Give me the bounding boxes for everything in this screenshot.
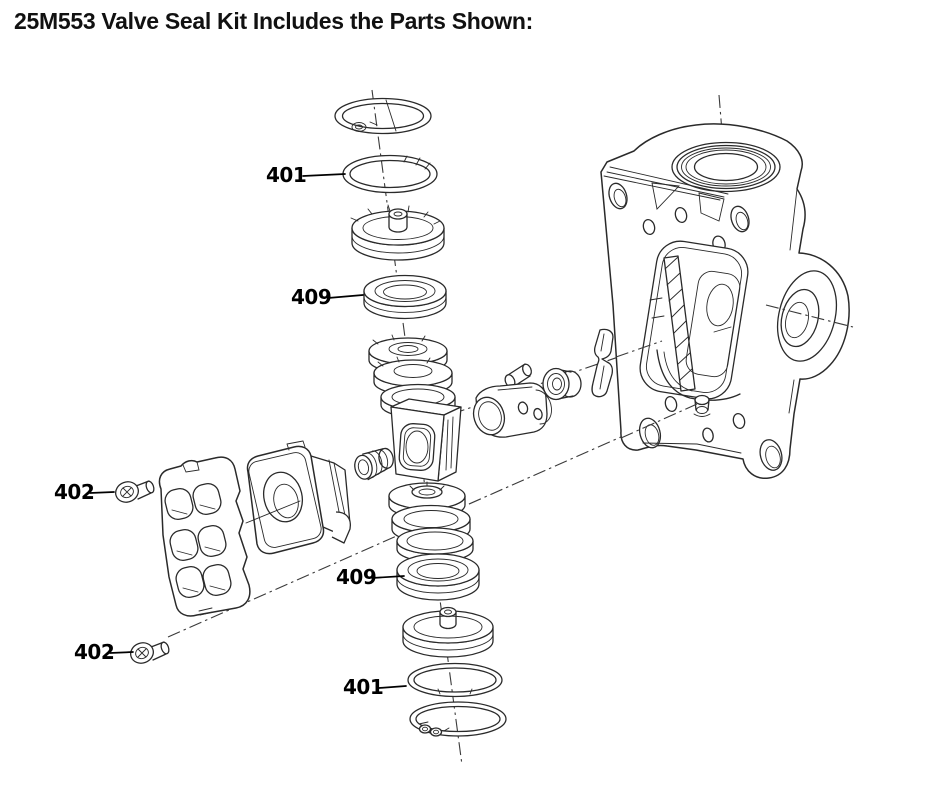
housing-cavity bbox=[639, 240, 749, 417]
bushing bbox=[542, 367, 582, 401]
o-ring-401-upper bbox=[342, 154, 438, 194]
leader-402-lower bbox=[109, 651, 134, 654]
cover-plate bbox=[158, 456, 251, 617]
leader-402-upper bbox=[89, 491, 115, 494]
part-label-409-lower: 409 bbox=[336, 565, 377, 589]
screw-402-upper bbox=[115, 480, 155, 503]
housing-edge-lines bbox=[642, 188, 798, 454]
leader-401-upper bbox=[302, 173, 346, 177]
center-line-diagonal-over bbox=[620, 403, 698, 439]
page-title: 25M553 Valve Seal Kit Includes the Parts… bbox=[14, 8, 533, 34]
plate-slots bbox=[164, 482, 232, 599]
housing-notch-right bbox=[698, 192, 725, 222]
part-label-402-lower: 402 bbox=[74, 640, 115, 664]
spring-packing bbox=[354, 447, 394, 481]
o-ring-401-lower bbox=[407, 662, 503, 698]
u-cup-seal-409-lower bbox=[396, 553, 480, 601]
part-label-409-upper: 409 bbox=[291, 285, 332, 309]
valve-cage bbox=[472, 382, 552, 438]
leader-401-lower bbox=[378, 685, 407, 689]
valve-housing bbox=[600, 123, 854, 479]
retaining-ring-bottom bbox=[409, 701, 507, 737]
part-label-402-upper: 402 bbox=[54, 480, 95, 504]
housing-bolt-holes bbox=[608, 182, 783, 471]
leader-lines bbox=[89, 173, 407, 689]
u-cup-seal-409-upper bbox=[363, 274, 447, 320]
seat-retainer-button bbox=[246, 440, 352, 555]
side-port-boss bbox=[776, 270, 838, 362]
center-line-boss bbox=[765, 304, 854, 328]
housing-bottom-stud bbox=[693, 394, 711, 417]
center-line-top-bore bbox=[718, 94, 726, 169]
piston-seal-stack-lower bbox=[402, 606, 494, 658]
valve-spool-body bbox=[380, 383, 462, 496]
retaining-ring-top bbox=[334, 97, 432, 135]
housing-notch-left bbox=[651, 182, 680, 210]
washer-stack-lower bbox=[388, 481, 474, 563]
part-label-401-upper: 401 bbox=[266, 163, 307, 187]
toggle-wedge bbox=[591, 328, 614, 398]
piston-seal-stack-upper bbox=[350, 204, 445, 261]
leader-409-lower bbox=[371, 575, 405, 579]
center-line-pin-over bbox=[615, 340, 663, 358]
housing-top-bore bbox=[603, 141, 781, 201]
alignment-line bbox=[245, 500, 301, 524]
cavity-hatched-bar bbox=[663, 255, 696, 392]
part-label-401-lower: 401 bbox=[343, 675, 384, 699]
leader-409-upper bbox=[327, 294, 364, 299]
screw-402-lower bbox=[130, 641, 170, 664]
